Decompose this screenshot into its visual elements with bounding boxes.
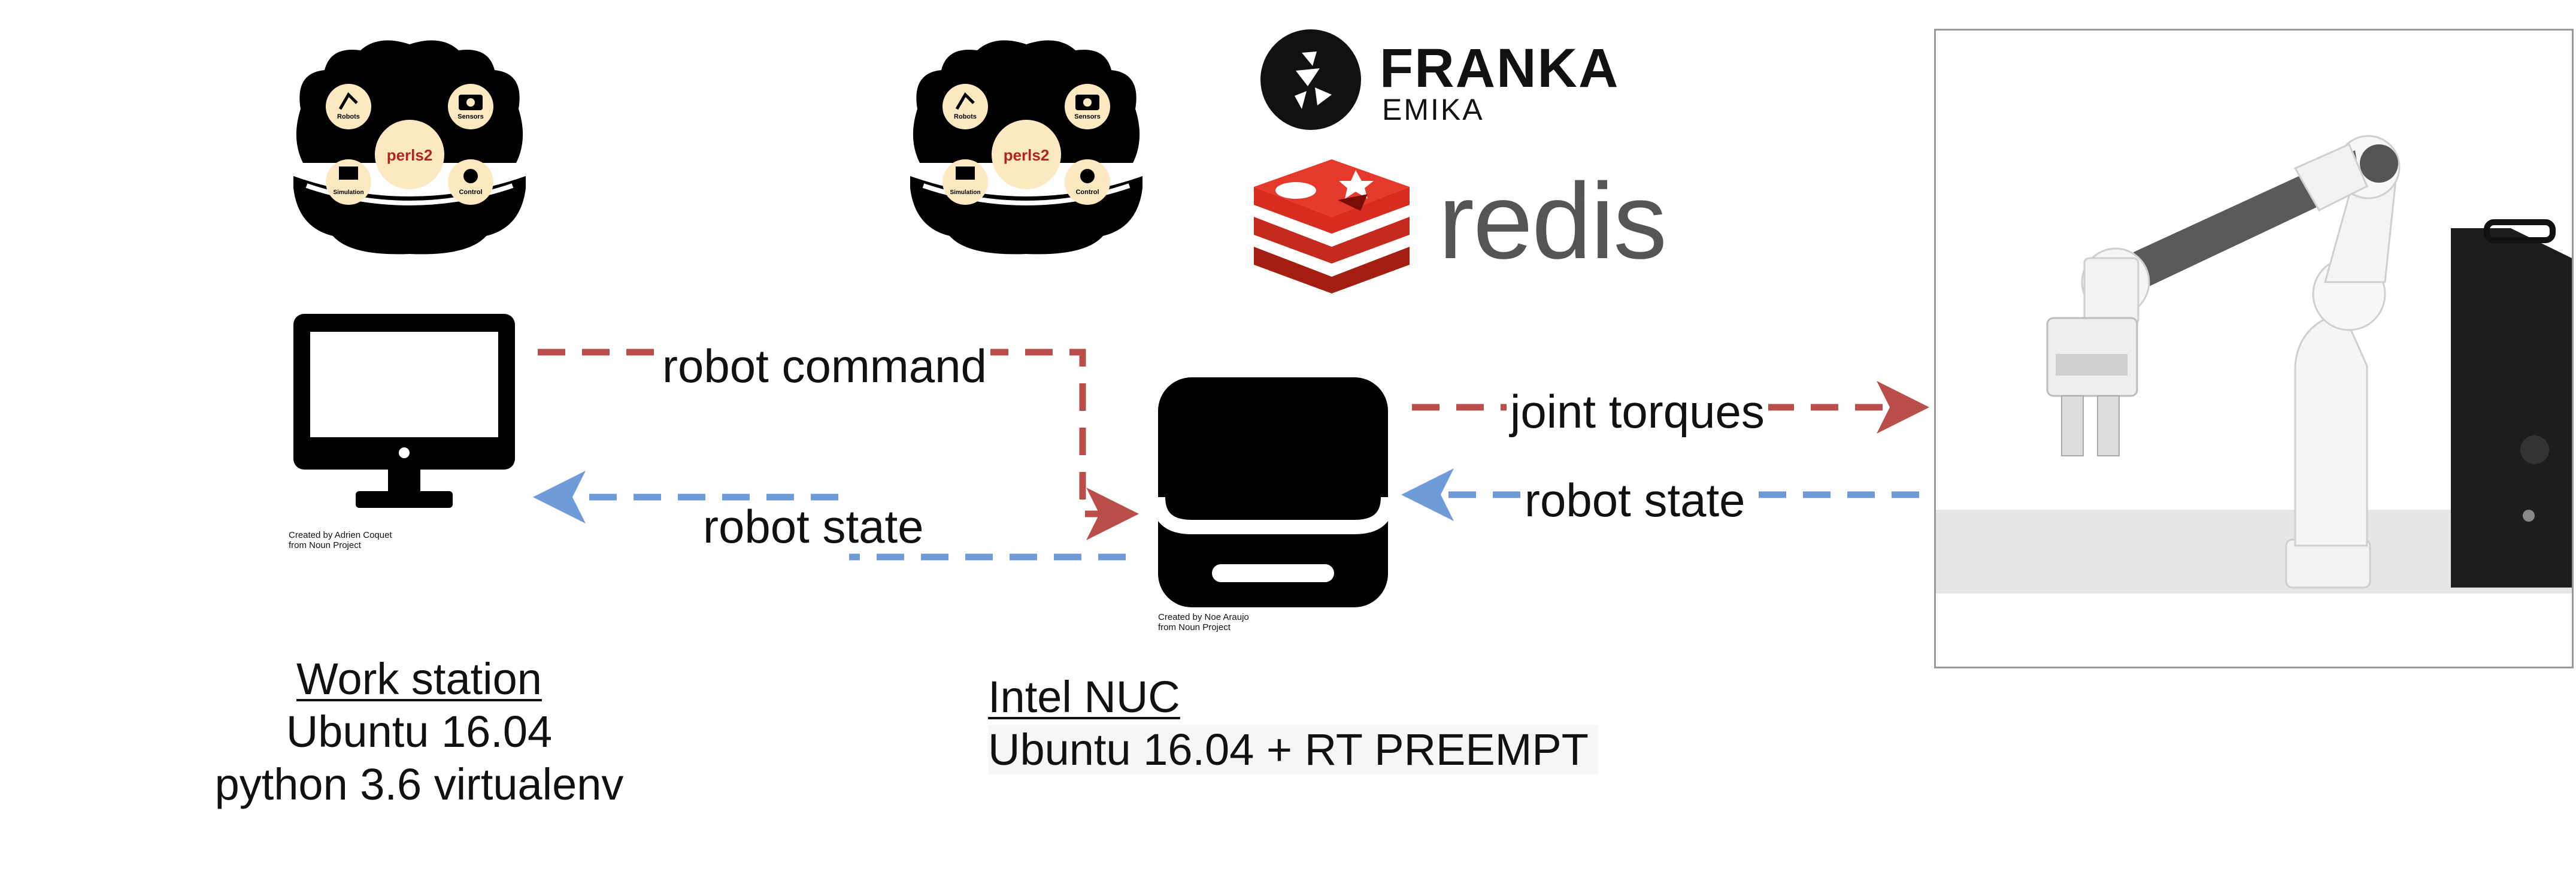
perls2-logo: perls2 Robots Sensors Simulation Control	[289, 37, 531, 256]
perls2-logo-nuc: perls2 Robots Sensors Simulation Control	[905, 37, 1147, 256]
robot-state-label-right: robot state	[1521, 477, 1749, 523]
perls2-robots-text: Robots	[954, 113, 977, 120]
perls2-center-text: perls2	[1004, 146, 1050, 164]
franka-emblem-icon	[1260, 29, 1361, 130]
franka-name: FRANKA	[1380, 38, 1620, 99]
perls2-sensors-text: Sensors	[1074, 113, 1100, 120]
robot-command-label: robot command	[659, 343, 990, 389]
redis-name: redis	[1438, 161, 1667, 281]
nuc-os: Ubuntu 16.04 + RT PREEMPT	[988, 725, 1598, 774]
perls2-shell-icon: perls2 Robots Sensors Simulation Control	[910, 40, 1142, 255]
nuc-icon-credit: Created by Noe Araujo from Noun Project	[1158, 612, 1249, 632]
franka-robot-arm-photo	[1936, 31, 2572, 667]
perls2-simulation-text: Simulation	[950, 189, 980, 196]
workstation-os: Ubuntu 16.04	[286, 707, 553, 756]
redis-cube-icon	[1254, 159, 1410, 293]
monitor-icon	[293, 314, 515, 508]
perls2-robots-text: Robots	[337, 113, 360, 120]
perls2-control-text: Control	[459, 189, 482, 196]
workstation-caption: Work station Ubuntu 16.04 python 3.6 vir…	[180, 653, 659, 811]
computer-box-icon	[1158, 377, 1388, 607]
perls2-simulation-text: Simulation	[333, 189, 363, 196]
joint-torques-label: joint torques	[1507, 388, 1768, 435]
nuc-caption: Intel NUC Ubuntu 16.04 + RT PREEMPT	[988, 671, 1647, 776]
redis-logo: redis	[1248, 157, 1691, 295]
workstation-python: python 3.6 virtualenv	[214, 759, 624, 809]
workstation-title: Work station	[296, 654, 542, 704]
perls2-shell-icon: perls2 Robots Sensors Simulation Control	[293, 40, 526, 255]
perls2-control-text: Control	[1075, 189, 1099, 196]
nuc-title: Intel NUC	[988, 672, 1180, 722]
perls2-sensors-text: Sensors	[457, 113, 483, 120]
robot-photo-frame	[1934, 29, 2574, 668]
robot-state-label-left: robot state	[699, 503, 928, 550]
franka-emika-logo: FRANKA EMIKA	[1260, 29, 1643, 131]
franka-sub: EMIKA	[1382, 93, 1484, 126]
perls2-center-text: perls2	[387, 146, 433, 164]
workstation-icon-credit: Created by Adrien Coquet from Noun Proje…	[289, 530, 392, 550]
